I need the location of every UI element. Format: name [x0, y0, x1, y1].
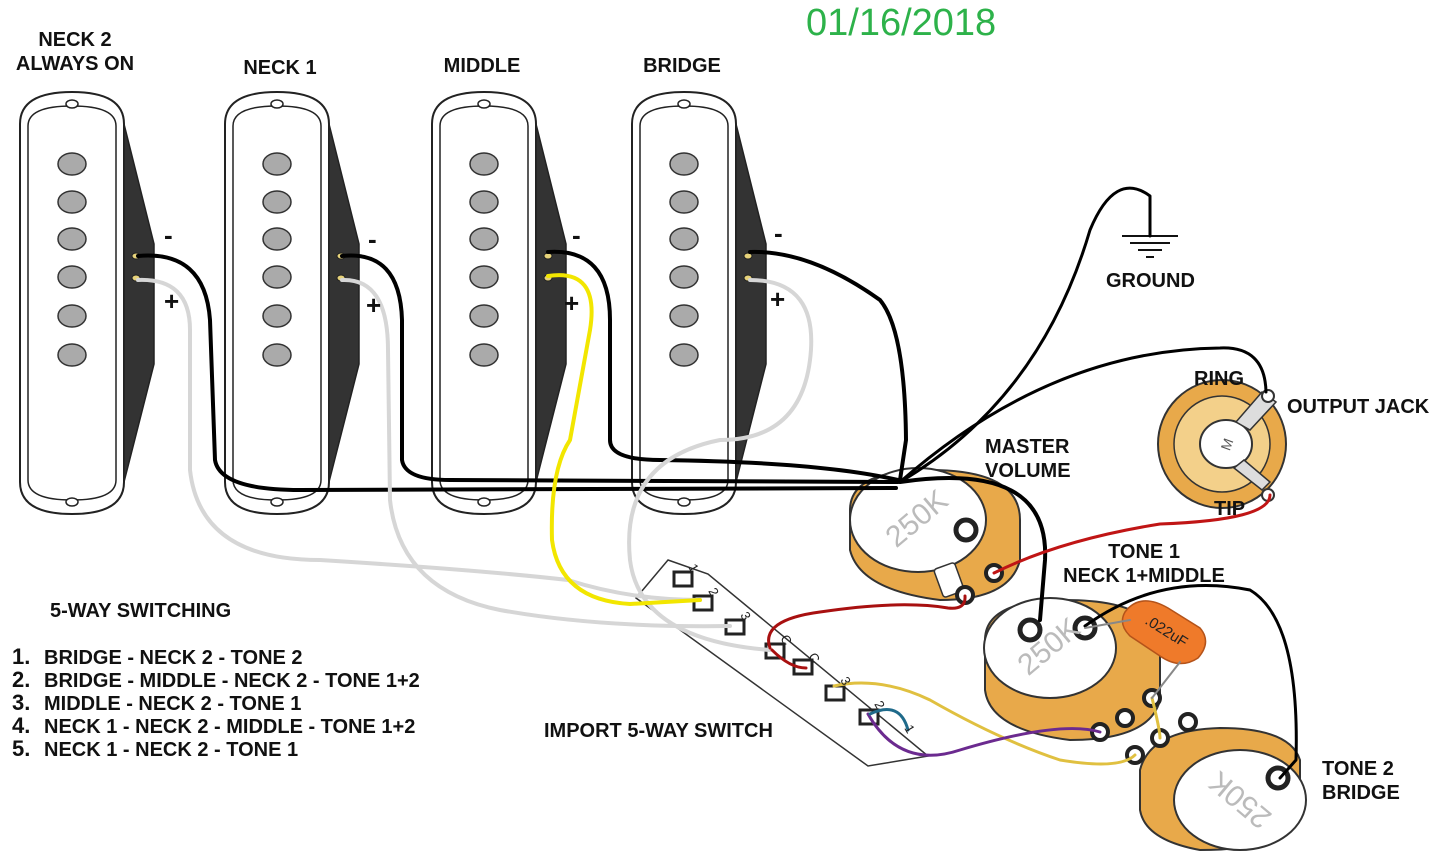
- plus-sign: +: [366, 290, 382, 320]
- tip-label: TIP: [1214, 498, 1246, 520]
- switching-position: 4. NECK 1 - NECK 2 - MIDDLE - TONE 1+2: [12, 713, 420, 739]
- pickup-neck-1: [224, 91, 360, 515]
- minus-sign: -: [572, 220, 581, 250]
- pickup-label-neck-2: NECK 2 ALWAYS ON: [10, 28, 140, 76]
- position-text: BRIDGE - NECK 2 - TONE 2: [44, 647, 303, 669]
- position-text: NECK 1 - NECK 2 - MIDDLE - TONE 1+2: [44, 716, 416, 738]
- position-number: 2.: [12, 667, 31, 692]
- wires: [136, 186, 1298, 780]
- pickup-label-bridge: BRIDGE: [643, 55, 721, 77]
- tone-2-pot: [1125, 712, 1307, 852]
- position-number: 5.: [12, 736, 31, 761]
- pickup-label-line: NECK 2: [38, 29, 112, 51]
- pickup-label-middle: MIDDLE: [443, 55, 521, 77]
- plus-sign: +: [164, 286, 180, 316]
- pickup-middle: [431, 91, 567, 515]
- position-text: NECK 1 - NECK 2 - TONE 1: [44, 739, 299, 761]
- switch-terminal-label: 3: [837, 674, 854, 688]
- ground-label: GROUND: [1106, 270, 1195, 292]
- master-volume-pot: [849, 467, 1021, 605]
- master-volume-label: MASTER VOLUME: [985, 435, 1071, 483]
- switching-position: 1. BRIDGE - NECK 2 - TONE 2: [12, 644, 420, 670]
- switching-position: 3. MIDDLE - NECK 2 - TONE 1: [12, 690, 420, 716]
- switching-position: 5. NECK 1 - NECK 2 - TONE 1: [12, 736, 420, 762]
- plus-sign: +: [770, 284, 786, 314]
- master-volume-label-line: VOLUME: [985, 460, 1071, 482]
- diagram-date: 01/16/2018: [806, 2, 997, 44]
- position-number: 3.: [12, 690, 31, 715]
- minus-sign: -: [368, 224, 377, 254]
- master-volume-label-line: MASTER: [985, 436, 1070, 458]
- minus-sign: -: [164, 220, 173, 250]
- pickup-bridge: [631, 91, 767, 515]
- tone-2-label-line: TONE 2: [1322, 758, 1394, 780]
- tone-2-label: TONE 2 BRIDGE: [1322, 757, 1400, 805]
- jack-center-mark: M: [1217, 436, 1236, 452]
- minus-sign: -: [774, 218, 783, 248]
- tone-1-label-line: NECK 1+MIDDLE: [1063, 565, 1225, 587]
- switch-terminal-label: 1: [901, 722, 918, 736]
- plus-sign: +: [564, 288, 580, 318]
- switching-position: 2. BRIDGE - MIDDLE - NECK 2 - TONE 1+2: [12, 667, 420, 693]
- tone-1-label: TONE 1 NECK 1+MIDDLE: [1056, 540, 1232, 588]
- output-jack: [1157, 379, 1287, 509]
- pickup-neck-2: [19, 91, 155, 515]
- capacitor: [1121, 600, 1207, 665]
- tone-1-pot: [983, 597, 1162, 742]
- position-number: 4.: [12, 713, 31, 738]
- ground-symbol: [1122, 235, 1178, 258]
- pickup-label-line: ALWAYS ON: [15, 53, 135, 75]
- position-number: 1.: [12, 644, 31, 669]
- tone-1-label-line: TONE 1: [1108, 541, 1180, 563]
- tone-2-label-line: BRIDGE: [1322, 782, 1400, 804]
- switch-label: IMPORT 5-WAY SWITCH: [544, 720, 773, 742]
- position-text: BRIDGE - MIDDLE - NECK 2 - TONE 1+2: [44, 670, 420, 692]
- pickup-label-neck-1: NECK 1: [243, 57, 317, 79]
- output-jack-label: OUTPUT JACK: [1287, 396, 1430, 418]
- switching-title: 5-WAY SWITCHING: [50, 600, 232, 622]
- ring-label: RING: [1194, 368, 1244, 390]
- position-text: MIDDLE - NECK 2 - TONE 1: [44, 693, 302, 715]
- switching-list: 1. BRIDGE - NECK 2 - TONE 2 2. BRIDGE - MI…: [12, 644, 420, 762]
